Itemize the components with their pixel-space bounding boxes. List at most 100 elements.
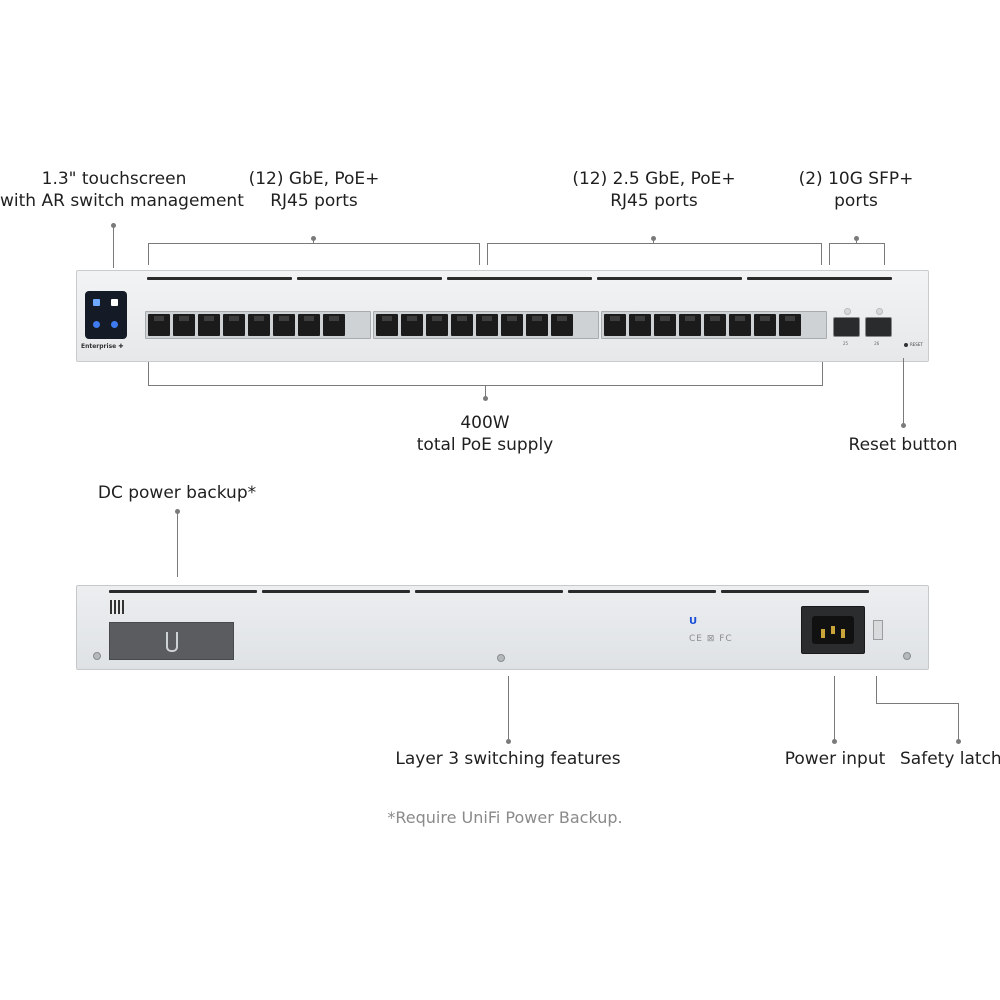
- sfp-number: 25: [843, 341, 849, 346]
- power-inlet-port[interactable]: [801, 606, 865, 654]
- poe-supply-label: 400W total PoE supply: [416, 413, 554, 455]
- reset-text: RESET: [910, 342, 923, 347]
- dc-backup-label: DC power backup*: [97, 483, 257, 503]
- power-callout-dot: [832, 739, 837, 744]
- gbe25-bracket-left: [487, 243, 488, 265]
- port-group-2: [373, 311, 599, 339]
- rear-vent: [568, 590, 716, 593]
- latch-callout-dot: [956, 739, 961, 744]
- gbe25-bracket-right: [821, 243, 822, 265]
- front-vent: [597, 277, 742, 280]
- reset-button-label: Reset button: [848, 435, 958, 455]
- safety-latch[interactable]: [873, 620, 883, 640]
- gbe-bracket-top: [148, 243, 480, 244]
- rj45-port[interactable]: [754, 314, 776, 336]
- layer3-callout-line: [508, 676, 509, 740]
- rj45-port[interactable]: [223, 314, 245, 336]
- rj45-port[interactable]: [551, 314, 573, 336]
- ubiquiti-logo-icon: [166, 632, 178, 652]
- latch-callout-drop: [958, 703, 959, 740]
- sfp-callout-stem: [856, 238, 857, 244]
- reset-callout-dot: [901, 423, 906, 428]
- layer3-callout-dot: [506, 739, 511, 744]
- screen-icon: [93, 299, 100, 306]
- front-vent: [447, 277, 592, 280]
- rj45-port[interactable]: [779, 314, 801, 336]
- rj45-port[interactable]: [248, 314, 270, 336]
- dc-callout-line: [177, 511, 178, 577]
- touchscreen-label: 1.3" touchscreen with AR switch manageme…: [0, 169, 244, 211]
- reset-callout-line: [903, 358, 904, 424]
- rj45-port[interactable]: [173, 314, 195, 336]
- touchscreen-callout-line: [113, 225, 114, 268]
- gbe-port-group-1: [145, 311, 371, 339]
- rj45-port[interactable]: [629, 314, 651, 336]
- sfp-bracket-top: [829, 243, 884, 244]
- rj45-port[interactable]: [298, 314, 320, 336]
- gbe-bracket-left: [148, 243, 149, 265]
- rj45-port[interactable]: [376, 314, 398, 336]
- power-input-label: Power input: [784, 749, 886, 769]
- rj45-port[interactable]: [426, 314, 448, 336]
- front-vent: [297, 277, 442, 280]
- screw-icon: [903, 652, 911, 660]
- layer3-label: Layer 3 switching features: [395, 749, 621, 769]
- sfp-port[interactable]: [833, 317, 860, 337]
- sfp-bracket-right: [884, 243, 885, 265]
- switch-rear-panel: U CE ⊠ FC: [76, 585, 929, 670]
- rj45-port[interactable]: [476, 314, 498, 336]
- rear-vent: [262, 590, 410, 593]
- rj45-port[interactable]: [451, 314, 473, 336]
- latch-callout-vertical: [876, 676, 877, 704]
- certification-marks: CE ⊠ FC: [689, 634, 733, 644]
- rj45-port[interactable]: [323, 314, 345, 336]
- rj45-port[interactable]: [679, 314, 701, 336]
- gbe-bracket-right: [479, 243, 480, 265]
- poe-bracket-left: [148, 362, 149, 386]
- sfp-bracket-left: [829, 243, 830, 265]
- gbe25-ports-label: (12) 2.5 GbE, PoE+ RJ45 ports: [572, 169, 736, 211]
- touchscreen-display[interactable]: [85, 291, 127, 339]
- rj45-port[interactable]: [704, 314, 726, 336]
- screen-icon: [111, 321, 118, 328]
- screen-icon: [111, 299, 118, 306]
- gbe-ports-label: (12) GbE, PoE+ RJ45 ports: [248, 169, 380, 211]
- rj45-port[interactable]: [729, 314, 751, 336]
- sfp-ports-label: (2) 10G SFP+ ports: [798, 169, 914, 211]
- poe-bracket-right: [822, 362, 823, 386]
- qr-code-icon: [110, 600, 124, 614]
- rj45-port[interactable]: [654, 314, 676, 336]
- rj45-port[interactable]: [401, 314, 423, 336]
- dc-power-backup-port[interactable]: [109, 622, 234, 660]
- rj45-port[interactable]: [148, 314, 170, 336]
- front-vent: [747, 277, 892, 280]
- gbe25-callout-stem: [653, 238, 654, 244]
- rj45-port[interactable]: [604, 314, 626, 336]
- sfp-port[interactable]: [865, 317, 892, 337]
- poe-callout-dot: [483, 396, 488, 401]
- ubiquiti-logo-icon: U: [689, 616, 698, 627]
- rj45-port[interactable]: [501, 314, 523, 336]
- screw-icon: [93, 652, 101, 660]
- sfp-number: 26: [874, 341, 880, 346]
- power-callout-line: [834, 676, 835, 740]
- rj45-port[interactable]: [526, 314, 548, 336]
- rear-vent: [415, 590, 563, 593]
- poe-callout-stem: [485, 385, 486, 397]
- brand-label: Enterprise ✚: [81, 343, 124, 350]
- sfp-number-labels: 25 26: [843, 341, 879, 346]
- screw-icon: [497, 654, 505, 662]
- gbe-callout-stem: [313, 238, 314, 244]
- reset-button[interactable]: [904, 343, 908, 347]
- rj45-port[interactable]: [273, 314, 295, 336]
- footnote: *Require UniFi Power Backup.: [387, 808, 623, 827]
- front-vent: [147, 277, 292, 280]
- safety-latch-label: Safety latch: [900, 749, 1000, 769]
- screen-icon: [93, 321, 100, 328]
- rj45-port[interactable]: [198, 314, 220, 336]
- latch-callout-horizontal: [876, 703, 958, 704]
- rear-vent: [721, 590, 869, 593]
- switch-front-panel: Enterprise ✚ 25 26 RESET: [76, 270, 929, 362]
- rear-vent: [109, 590, 257, 593]
- gbe25-bracket-top: [487, 243, 822, 244]
